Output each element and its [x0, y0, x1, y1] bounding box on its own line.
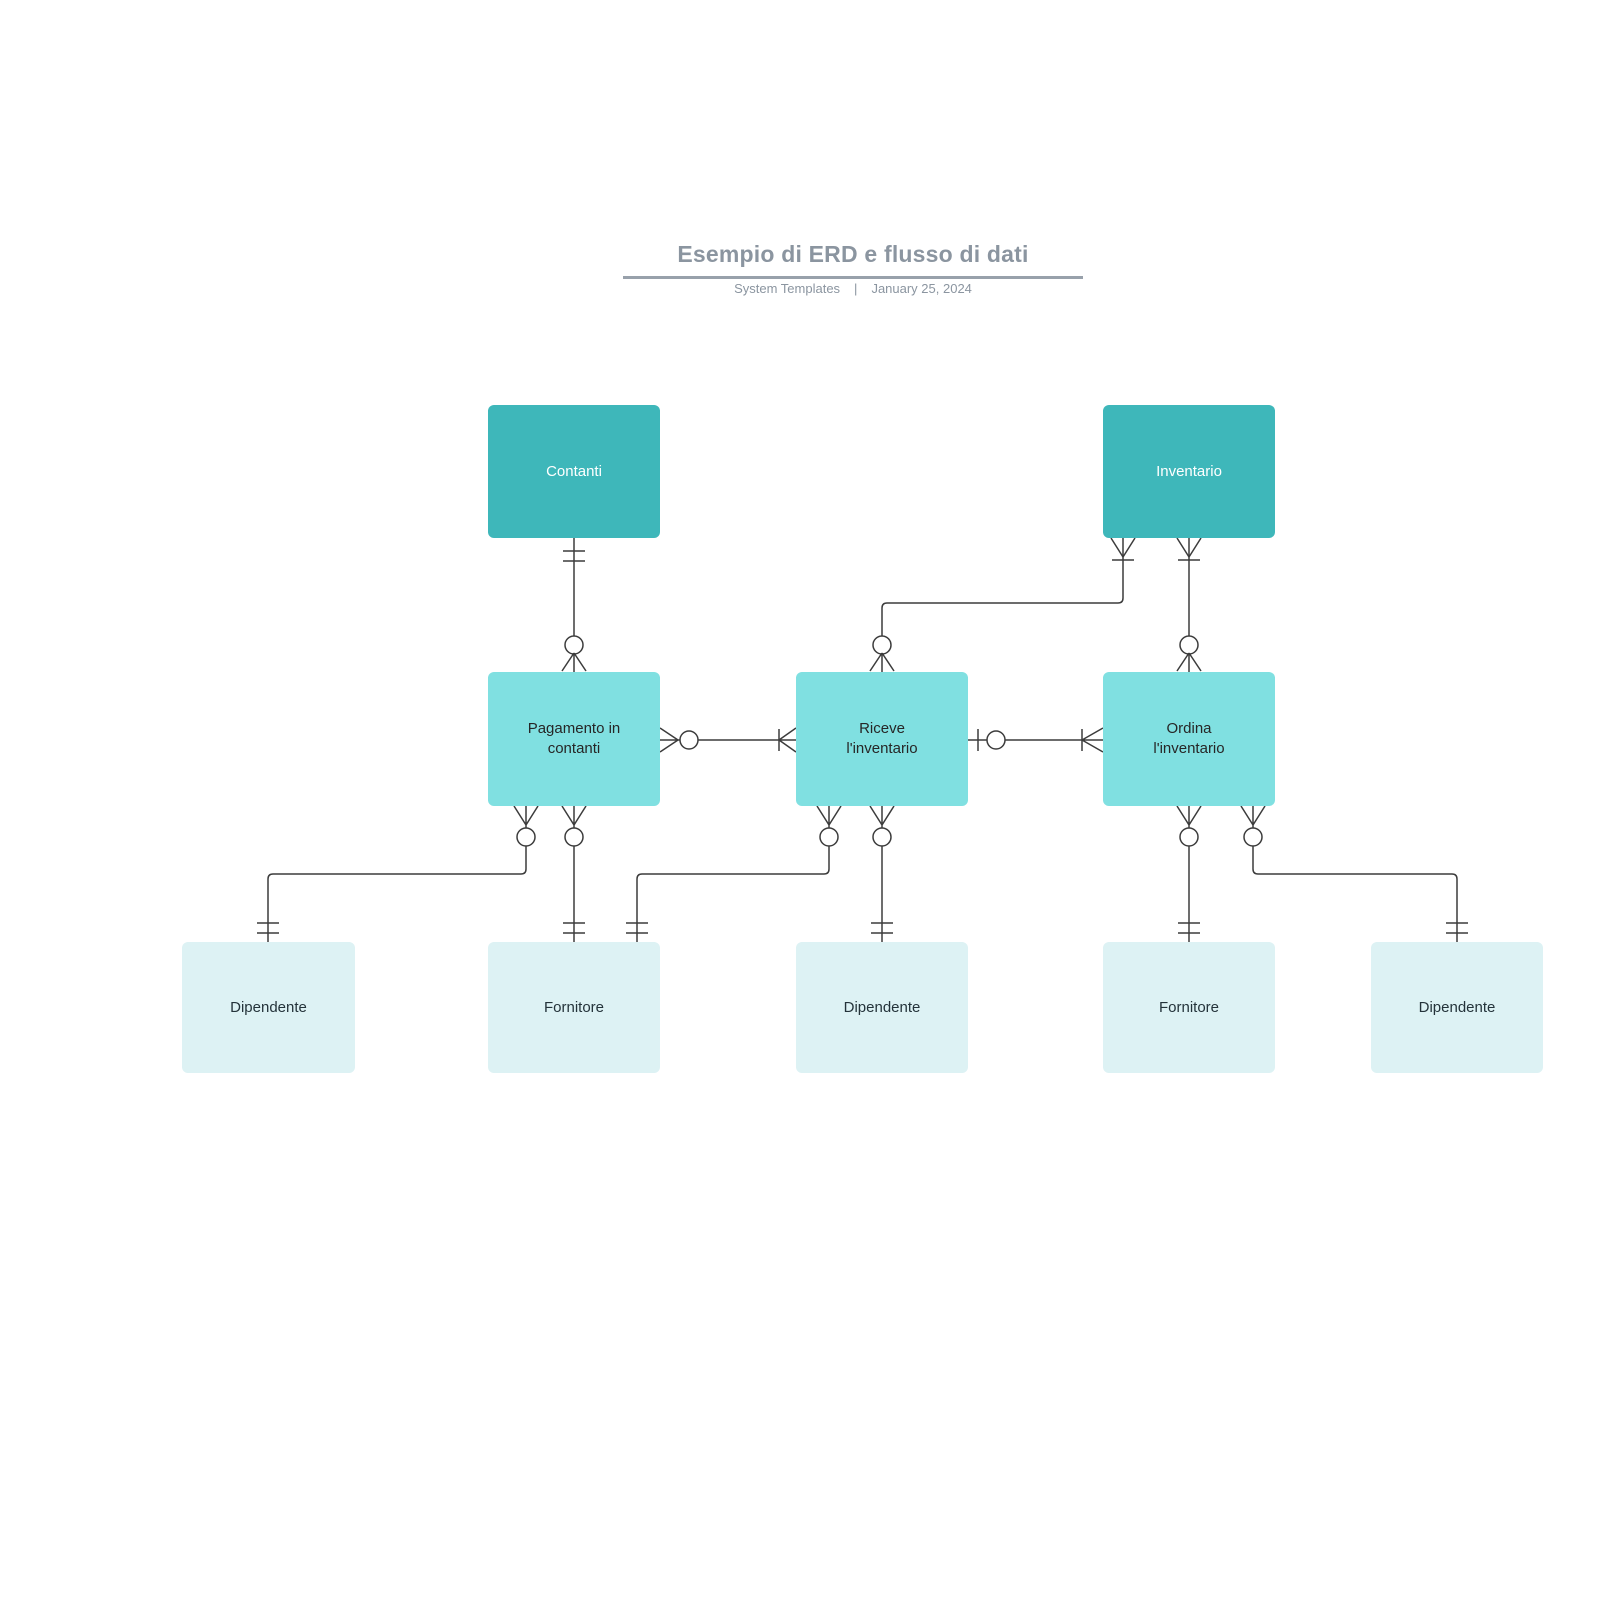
zero-circle-symbol [819, 827, 839, 847]
crow-foot-many-symbol [869, 805, 895, 828]
crow-foot-many-symbol [869, 652, 895, 672]
zero-circle-symbol [516, 827, 536, 847]
node-label: Dipendente [230, 998, 307, 1016]
title-underline [623, 276, 1083, 279]
edge-contanti-pagamento[interactable] [561, 538, 587, 672]
crow-foot-many-symbol [816, 805, 842, 828]
crow-foot-many-symbol [1176, 805, 1202, 828]
edge-inventario-riceve[interactable] [869, 537, 1136, 672]
zero-circle-symbol [564, 827, 584, 847]
node-label: Fornitore [1158, 998, 1220, 1016]
subtitle-date: January 25, 2024 [871, 281, 972, 296]
crow-foot-many-symbol [1176, 537, 1202, 558]
one-and-only-one-symbol [257, 922, 279, 934]
node-riceve-inventario[interactable]: Riceve l'inventario [796, 672, 968, 806]
one-and-only-one-symbol [563, 922, 585, 934]
zero-circle-symbol [1179, 635, 1199, 655]
crow-foot-many-symbol [1240, 805, 1266, 828]
node-label: Fornitore [543, 998, 605, 1016]
crow-foot-many-symbol [778, 727, 797, 753]
zero-circle-symbol [564, 635, 584, 655]
zero-circle-symbol [679, 730, 699, 750]
edge-line [636, 846, 830, 942]
one-and-only-one-symbol [563, 550, 585, 562]
node-dipendente-3[interactable]: Dipendente [1371, 942, 1543, 1073]
subtitle-author: System Templates [734, 281, 841, 296]
node-label: Dipendente [1418, 998, 1496, 1016]
zero-circle-symbol [986, 730, 1006, 750]
crow-foot-many-symbol [1176, 652, 1202, 672]
node-label: Dipendente [843, 998, 921, 1016]
zero-circle-symbol [1179, 827, 1199, 847]
crow-foot-many-symbol [659, 727, 680, 753]
edge-inventario-ordina[interactable] [1176, 537, 1202, 672]
crow-foot-many-symbol [561, 652, 587, 672]
node-fornitore-2[interactable]: Fornitore [1103, 942, 1275, 1073]
node-label: Ordina l'inventario [1153, 720, 1225, 757]
one-and-only-one-symbol [871, 922, 893, 934]
crow-foot-many-symbol [561, 805, 587, 828]
edge-line [881, 538, 1124, 636]
edge-line [267, 846, 527, 942]
edge-ordina-dipendente3[interactable] [1240, 805, 1468, 942]
one-and-only-one-symbol [1446, 922, 1468, 934]
node-label: Riceve l'inventario [846, 720, 918, 757]
node-label: Contanti [546, 462, 602, 480]
one-and-only-one-symbol [626, 922, 648, 934]
edge-pagamento-fornitore1[interactable] [561, 805, 587, 942]
node-contanti[interactable]: Contanti [488, 405, 660, 538]
edge-pagamento-dipendente1[interactable] [257, 805, 539, 942]
node-label: Inventario [1156, 462, 1222, 480]
zero-circle-symbol [1243, 827, 1263, 847]
edge-ordina-fornitore2[interactable] [1176, 805, 1202, 942]
node-inventario[interactable]: Inventario [1103, 405, 1275, 538]
crow-foot-many-symbol [1110, 537, 1136, 558]
zero-circle-symbol [872, 635, 892, 655]
one-and-only-one-symbol [1178, 922, 1200, 934]
subtitle-separator: | [854, 281, 858, 296]
edge-riceve-fornitore1[interactable] [626, 805, 842, 942]
node-ordina-inventario[interactable]: Ordina l'inventario [1103, 672, 1275, 806]
crow-foot-many-symbol [513, 805, 539, 828]
node-pagamento-in-contanti[interactable]: Pagamento in contanti [488, 672, 660, 806]
diagram-subtitle: System Templates | January 25, 2024 [553, 281, 1153, 296]
node-dipendente-2[interactable]: Dipendente [796, 942, 968, 1073]
edge-riceve-dipendente2[interactable] [869, 805, 895, 942]
zero-circle-symbol [872, 827, 892, 847]
node-dipendente-1[interactable]: Dipendente [182, 942, 355, 1073]
diagram-header: Esempio di ERD e flusso di dati [553, 240, 1153, 268]
edge-line [1252, 846, 1458, 942]
node-fornitore-1[interactable]: Fornitore [488, 942, 660, 1073]
crow-foot-many-symbol [1081, 727, 1104, 753]
node-label: Pagamento in contanti [527, 720, 621, 757]
page-title: Esempio di ERD e flusso di dati [677, 241, 1029, 267]
edge-riceve-ordina[interactable] [968, 727, 1104, 753]
edge-pagamento-riceve[interactable] [659, 727, 797, 753]
